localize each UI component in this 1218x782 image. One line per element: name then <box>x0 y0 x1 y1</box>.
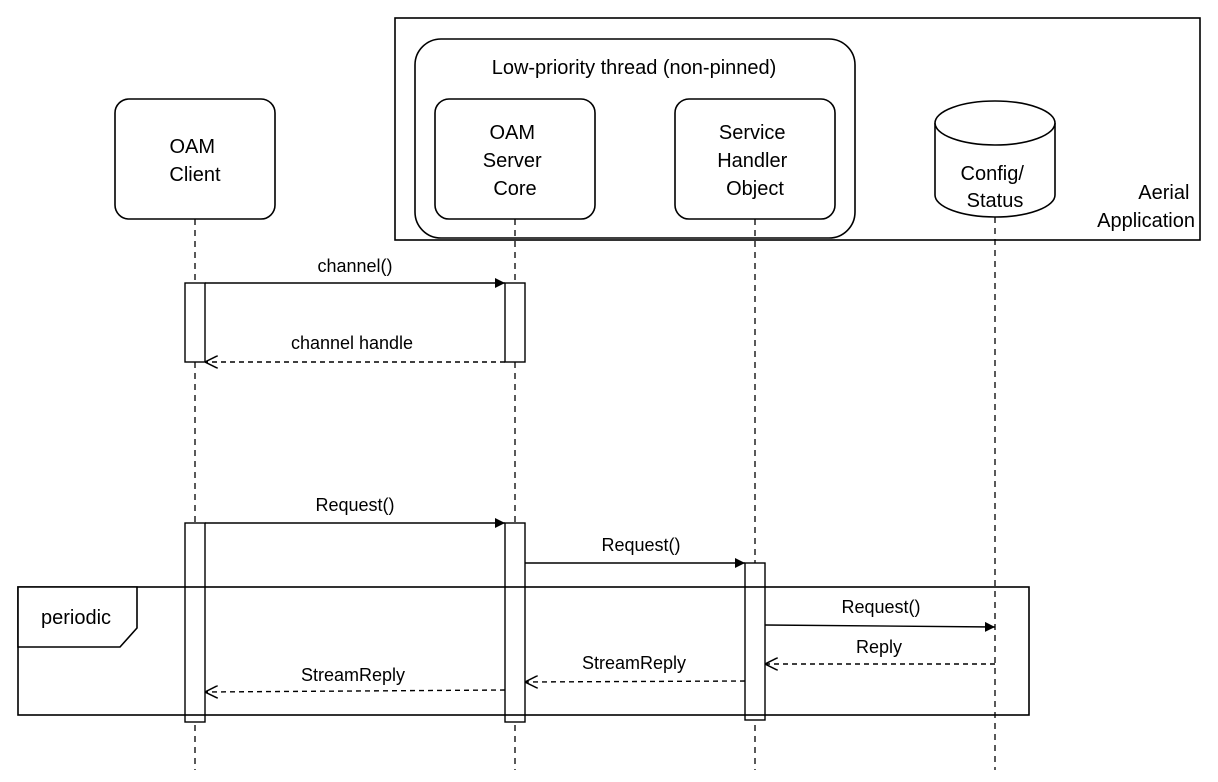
participant-oam-client-label: OAM Client <box>169 136 221 186</box>
periodic-fragment <box>17 586 1030 716</box>
message-channel-handle-label: channel handle <box>291 333 413 353</box>
message-request-handler-store <box>764 621 996 632</box>
message-request-core-handler-label: Request() <box>601 535 680 555</box>
activation-core-request <box>504 522 526 723</box>
participant-oam-client <box>114 98 276 220</box>
periodic-fragment-label: periodic <box>41 607 111 629</box>
participant-service-handler-label: Service Handler Object <box>717 122 793 200</box>
participant-config-status <box>934 100 1056 218</box>
aerial-application-label: Aerial Application <box>1097 182 1195 232</box>
activation-handler-request <box>744 562 766 721</box>
message-streamreply-handler-core <box>525 681 746 682</box>
participant-oam-server-core <box>434 98 596 220</box>
message-reply-store-handler-label: Reply <box>856 637 902 657</box>
activation-client-channel <box>184 282 206 363</box>
message-request-client-core-label: Request() <box>315 495 394 515</box>
participant-oam-server-core-label: OAM Server Core <box>483 122 547 200</box>
message-channel-call-label: channel() <box>317 256 392 276</box>
participant-config-status-label: Config/ Status <box>961 163 1030 212</box>
message-request-handler-store-label: Request() <box>841 597 920 617</box>
message-streamreply-handler-core-label: StreamReply <box>582 653 686 673</box>
periodic-fragment-tab <box>17 586 138 648</box>
participant-service-handler <box>674 98 836 220</box>
message-streamreply-core-client <box>205 690 506 692</box>
low-priority-thread-label: Low-priority thread (non-pinned) <box>492 57 777 79</box>
activation-core-channel <box>504 282 526 363</box>
activation-client-request <box>184 522 206 723</box>
message-streamreply-core-client-label: StreamReply <box>301 665 405 685</box>
